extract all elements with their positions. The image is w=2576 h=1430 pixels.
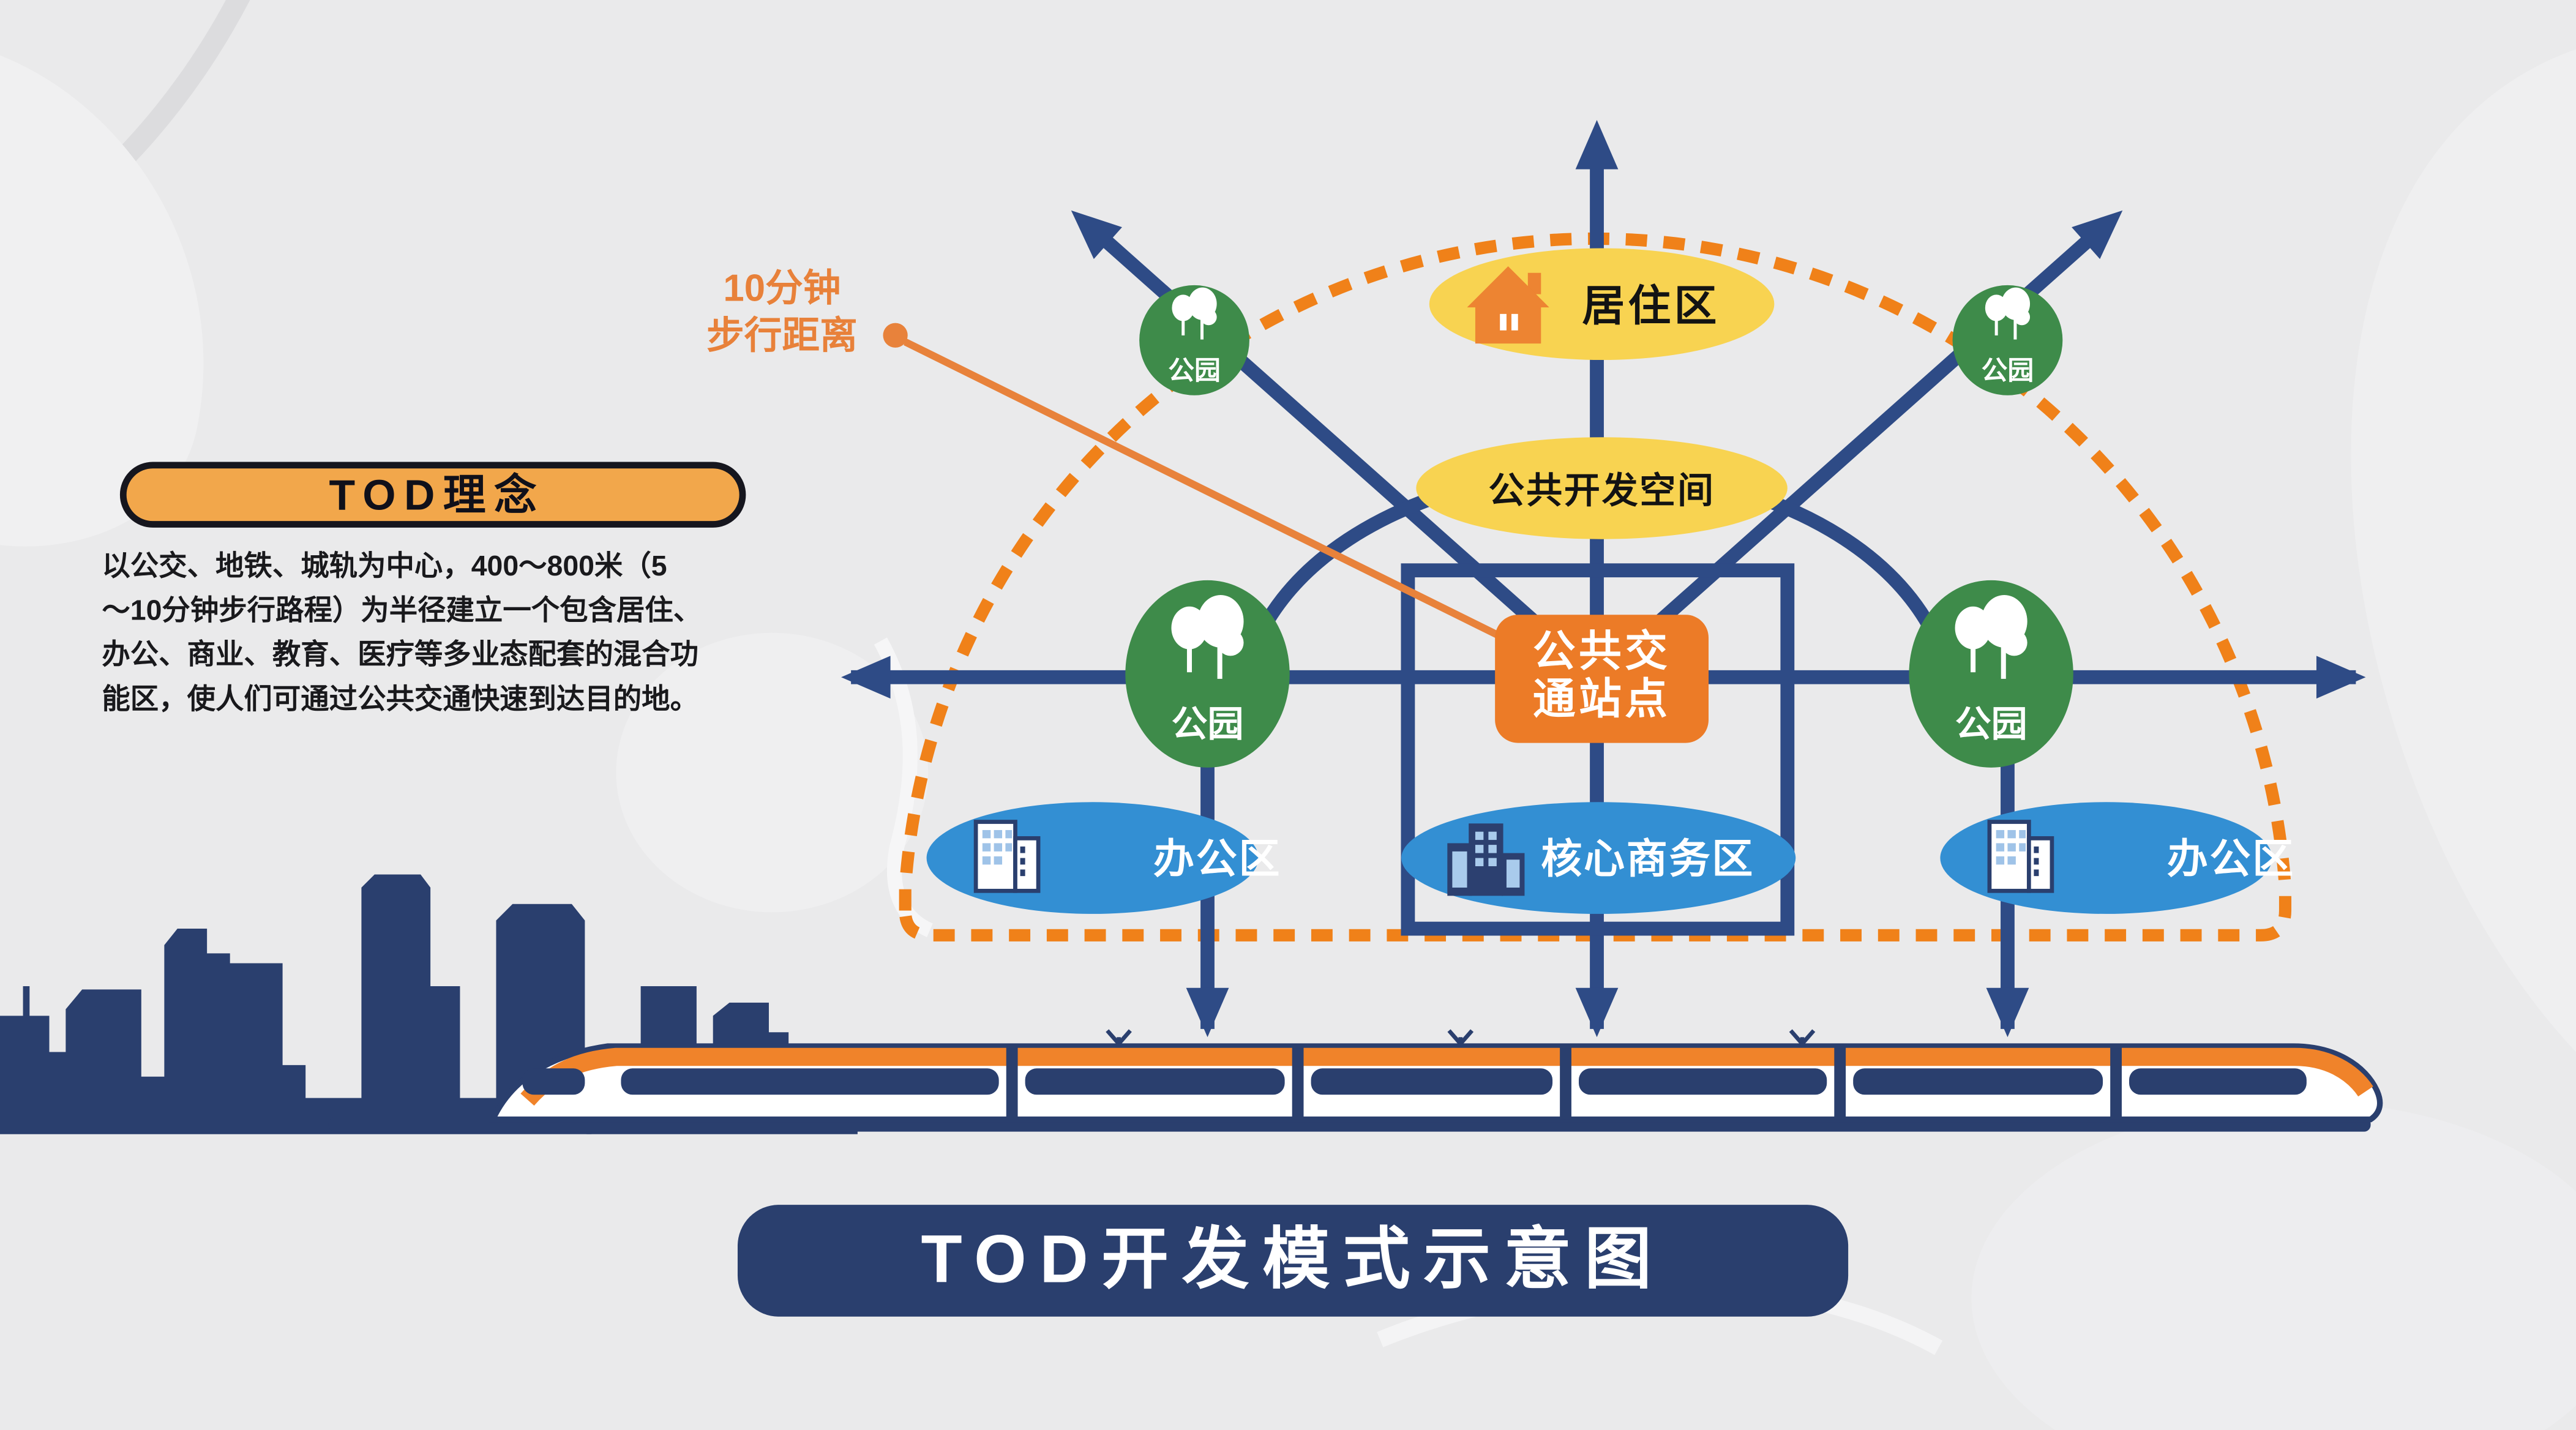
footer-title: TOD开发模式示意图 [921,1221,1665,1297]
house-icon [1467,266,1549,344]
park-circle [1952,285,2063,395]
park-circle [1909,580,2073,768]
arrowheads [841,120,2366,1038]
callout-label-line1: 10分钟 [723,267,841,309]
cbd-label: 核心商务区 [1541,836,1754,882]
cbd-node: 核心商务区 [1401,802,1796,914]
arrowhead-down-center [1575,987,1619,1038]
map-blob [2351,49,2576,1052]
park-circle [1125,580,1290,768]
map-blob [0,55,204,547]
office-label: 办公区 [1153,836,1281,882]
office-label: 办公区 [2167,836,2295,882]
park-node-mid-left: 公园 [1125,580,1290,768]
concept-panel: TOD理念 以公交、地铁、城轨为中心，400～800米（5 ～10分钟步行路程）… [102,462,746,714]
park-circle [1139,285,1249,395]
arrowhead-upright [2072,210,2123,260]
station-box [1495,615,1709,743]
office-node-right: 办公区 [1940,802,2295,914]
public-space-label: 公共开发空间 [1488,471,1715,511]
park-node-top-left: 公园 [1139,285,1249,395]
park-label: 公园 [1982,356,2034,386]
concept-title: TOD理念 [329,471,545,518]
map-streak [874,637,934,937]
public-space-node: 公共开发空间 [1416,437,1788,539]
concept-body-line4: 能区，使人们可通过公共交通快速到达目的地。 [102,683,698,714]
park-label: 公园 [1171,704,1243,744]
park-label: 公园 [1168,356,1221,386]
concept-body-line1: 以公交、地铁、城轨为中心，400～800米（5 [102,550,667,582]
arrowhead-right [2316,656,2366,699]
transit-station-node: 公共交 通站点 [1495,615,1709,743]
pantograph-marks [1106,1029,1816,1047]
walking-distance-callout: 10分钟 步行距离 [706,267,1502,640]
concept-title-pill [119,462,746,528]
residential-node: 居住区 [1429,248,1775,361]
park-node-top-right: 公园 [1952,285,2063,395]
park-node-mid-right: 公园 [1909,580,2073,768]
callout-dot [883,323,908,348]
arrowhead-down-left [1186,987,1229,1038]
concept-body-line3: 办公、商业、教育、医疗等多业态配套的混合功 [102,638,698,670]
arrowhead-upleft [1071,210,1122,260]
station-label-line1: 公共交 [1533,627,1671,675]
callout-label-line2: 步行距离 [706,315,858,357]
office-node-left: 办公区 [926,802,1281,914]
public-space-ellipse [1416,437,1788,539]
arrowhead-up [1575,120,1619,170]
callout-line [904,339,1502,640]
residential-label: 居住区 [1582,282,1720,330]
train-windows [522,1068,2307,1095]
walking-radius-dashed-boundary [899,232,2292,941]
station-block-square [1401,563,1795,936]
arrowhead-down-right [1986,987,2029,1038]
arrowhead-left [841,656,891,699]
map-blob [616,632,929,913]
footer-title-pill [737,1205,1849,1317]
concept-body-line2: ～10分钟步行路程）为半径建立一个包含居住、 [102,594,702,626]
train-car-separators [1006,1047,2122,1120]
park-label: 公园 [1955,704,2027,744]
map-blob [1971,1101,2576,1430]
station-label-line2: 通站点 [1533,675,1671,722]
footer-title-banner: TOD开发模式示意图 [737,1205,1849,1317]
train-graphic [328,1029,2383,1132]
